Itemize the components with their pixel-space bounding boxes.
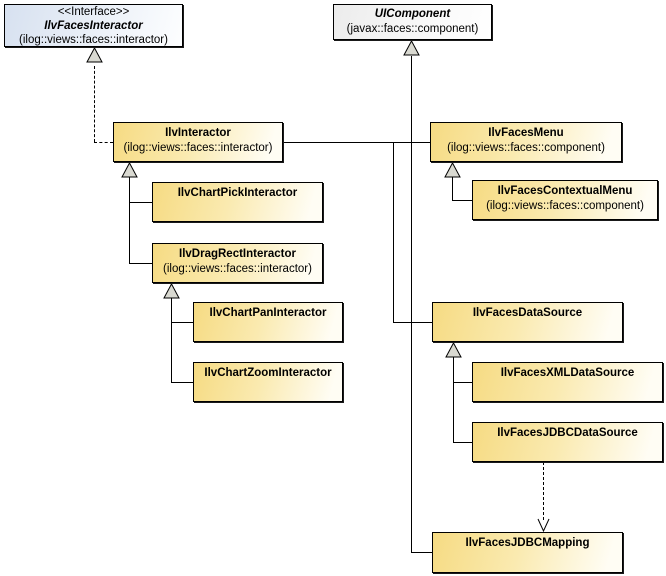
edge-datasource-horizontal	[393, 322, 432, 323]
inheritance-triangle-icon	[403, 40, 420, 56]
class-package: (ilog::views::faces::component)	[486, 200, 644, 212]
class-box-ilvchartpickinteractor[interactable]: IlvChartPickInteractor	[152, 182, 323, 222]
class-name: IlvChartPanInteractor	[209, 307, 327, 319]
inheritance-triangle-icon	[86, 47, 103, 63]
edge-to-dragrect	[129, 263, 152, 264]
class-box-ilvinteractor[interactable]: IlvInteractor (ilog::views::faces::inter…	[113, 122, 283, 162]
class-package: (ilog::views::faces::interactor)	[123, 142, 273, 154]
dependency-arrow-icon	[537, 518, 550, 532]
edge-menu-subtree-vertical	[452, 177, 453, 200]
edge-uicomponent-trunk	[411, 56, 412, 552]
edge-to-chartpan	[171, 322, 193, 323]
class-box-ilvfacescontextualmenu[interactable]: IlvFacesContextualMenu (ilog::views::fac…	[472, 180, 658, 220]
inheritance-triangle-icon	[444, 162, 461, 178]
inheritance-triangle-icon	[163, 283, 180, 299]
inheritance-triangle-icon	[445, 342, 462, 358]
edge-to-chartpick	[129, 202, 152, 203]
edge-datasource-trunk	[393, 142, 394, 322]
class-name: IlvFacesMenu	[488, 127, 564, 139]
class-box-ilvdragrectinteractor[interactable]: IlvDragRectInteractor (ilog::views::face…	[152, 243, 323, 283]
class-package: (ilog::views::faces::interactor)	[19, 34, 168, 46]
class-name: IlvChartZoomInteractor	[204, 367, 332, 379]
class-name: IlvChartPickInteractor	[177, 187, 298, 199]
edge-realization-horizontal	[94, 142, 113, 143]
class-box-ilvchartzoominteractor[interactable]: IlvChartZoomInteractor	[193, 362, 343, 402]
class-name: IlvInteractor	[165, 127, 231, 139]
class-box-ilvfacesjdbcdatasource[interactable]: IlvFacesJDBCDataSource	[472, 422, 663, 462]
class-box-ilvfacesmenu[interactable]: IlvFacesMenu (ilog::views::faces::compon…	[430, 122, 622, 162]
class-box-ilvchartpaninteractor[interactable]: IlvChartPanInteractor	[193, 302, 343, 342]
class-package: (javax::faces::component)	[346, 23, 479, 35]
edge-interactor-menu-horizontal	[283, 142, 430, 143]
class-name: IlvFacesContextualMenu	[497, 185, 633, 197]
class-box-ilvfacesinteractor[interactable]: <<Interface>> IlvFacesInteractor (ilog::…	[4, 4, 183, 47]
edge-dependency-vertical	[543, 462, 544, 520]
stereotype-label: <<Interface>>	[57, 6, 130, 18]
edge-to-chartzoom	[171, 382, 193, 383]
class-name: IlvFacesJDBCMapping	[465, 537, 590, 549]
class-name: IlvFacesXMLDataSource	[500, 367, 635, 379]
edge-to-xmldatasource	[453, 382, 472, 383]
class-box-ilvfacesjdbcmapping[interactable]: IlvFacesJDBCMapping	[432, 532, 623, 573]
edge-to-contextualmenu	[452, 200, 472, 201]
inheritance-triangle-icon	[121, 162, 138, 178]
edge-interactor-subtree-vertical	[129, 177, 130, 263]
class-package: (ilog::views::faces::component)	[447, 142, 605, 154]
class-name: IlvFacesJDBCDataSource	[497, 427, 638, 439]
class-package: (ilog::views::faces::interactor)	[163, 263, 312, 275]
class-box-uicomponent[interactable]: UIComponent (javax::faces::component)	[333, 4, 492, 40]
class-name: UIComponent	[374, 8, 451, 20]
class-name: IlvFacesInteractor	[44, 20, 143, 32]
edge-dragrect-subtree-vertical	[171, 297, 172, 382]
edge-jdbcmapping-horizontal	[411, 552, 432, 553]
class-box-ilvfacesdatasource[interactable]: IlvFacesDataSource	[432, 302, 623, 342]
edge-realization-vertical	[94, 66, 95, 142]
class-name: IlvDragRectInteractor	[179, 248, 296, 260]
edge-datasource-subtree-vertical	[453, 357, 454, 442]
edge-to-jdbcdatasource	[453, 442, 472, 443]
class-box-ilvfacesxmldatasource[interactable]: IlvFacesXMLDataSource	[472, 362, 663, 402]
class-name: IlvFacesDataSource	[472, 307, 583, 319]
